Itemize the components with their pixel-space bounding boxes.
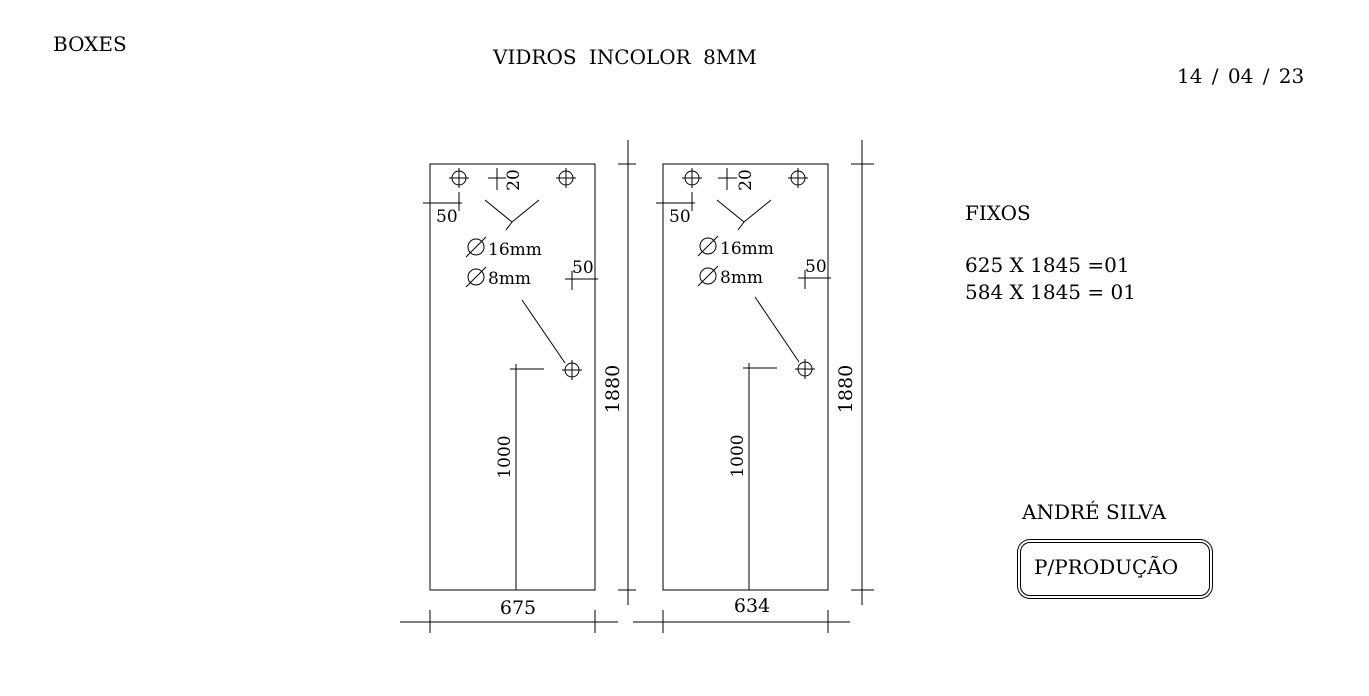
panel-outline [662,163,829,591]
hole-crosshair-icon [449,168,469,188]
diameter-symbol [697,265,719,287]
hole-large-label: 16mm [488,240,542,260]
hole-height-label: 1000 [728,434,748,477]
drawing-title: VIDROS INCOLOR 8MM [493,45,757,69]
fixed-panels-title: FIXOS [965,201,1031,225]
stamp-label: P/PRODUÇÃO [1034,555,1179,579]
side-offset-label: 50 [805,257,827,277]
drawing-date: 14 / 04 / 23 [1177,64,1305,88]
glass-panel-2: 20 50 16mm 8mm 50 1000 1880 634 [633,140,874,633]
panel-width-label: 675 [500,597,536,619]
author-name: ANDRÉ SILVA [1022,500,1167,524]
hole-crosshair-icon [788,168,808,188]
panel-outline [429,163,596,591]
hole-crosshair-icon [682,168,702,188]
fixed-panel-line: 584 X 1845 = 01 [965,280,1136,304]
diameter-symbol [697,235,719,257]
hole-crosshair-icon [562,360,582,380]
diameter-symbol [465,236,487,258]
glass-panel-1: 20 50 16mm 8mm 50 1000 [400,140,636,633]
hole-crosshair-icon [556,168,576,188]
hole-small-label: 8mm [720,268,763,288]
side-offset-label: 50 [669,207,691,227]
hole-crosshair-icon [795,359,815,379]
side-offset-label: 50 [572,258,594,278]
panel-height-label: 1880 [602,365,624,413]
fixed-panel-line: 625 X 1845 =01 [965,253,1130,277]
panel-width-label: 634 [734,595,770,617]
drawing-category: BOXES [53,32,127,56]
hole-large-label: 16mm [720,239,774,259]
hole-small-label: 8mm [488,269,531,289]
hole-height-label: 1000 [495,435,515,478]
top-offset-label: 20 [736,169,756,191]
top-offset-label: 20 [504,169,524,191]
panel-height-label: 1880 [835,365,857,413]
side-offset-label: 50 [436,207,458,227]
production-stamp: P/PRODUÇÃO [1020,542,1210,596]
diameter-symbol [465,266,487,288]
